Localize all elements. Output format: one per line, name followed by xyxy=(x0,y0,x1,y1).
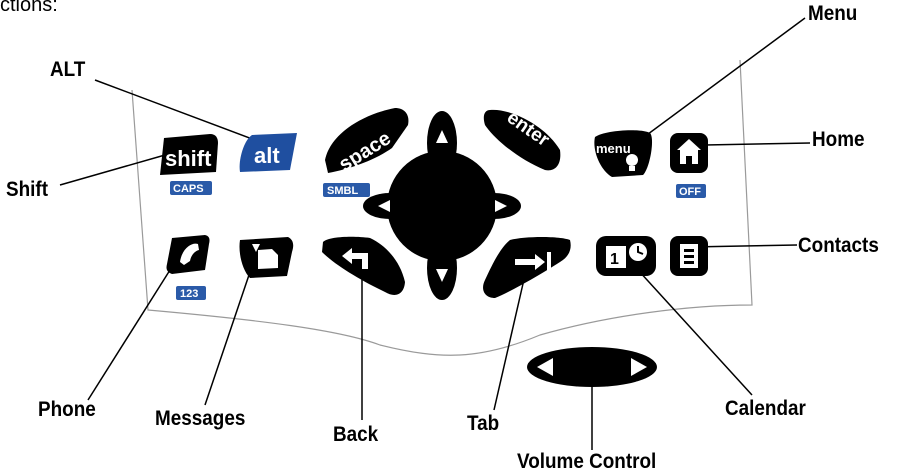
callout-messages: Messages xyxy=(155,407,246,430)
house-icon xyxy=(677,139,701,164)
shift-key: shift CAPS xyxy=(160,134,218,195)
shift-key-label: shift xyxy=(165,146,212,171)
phone-key: 123 xyxy=(166,235,210,300)
off-badge-label: OFF xyxy=(679,186,701,198)
enter-key: enter xyxy=(483,107,561,171)
back-key xyxy=(322,236,405,295)
callout-contacts: Contacts xyxy=(798,234,879,257)
volume-up-arrow xyxy=(631,358,647,376)
dpad-up-arrow xyxy=(436,130,448,143)
tab-key xyxy=(483,237,571,298)
callout-back: Back xyxy=(333,423,379,446)
callout-calendar: Calendar xyxy=(725,397,806,420)
alt-key: alt xyxy=(239,133,297,172)
off-badge xyxy=(676,184,706,198)
menu-key-label: menu xyxy=(596,141,631,156)
svg-text:1: 1 xyxy=(610,251,619,268)
contacts-icon xyxy=(680,244,698,268)
callout-volume: Volume Control xyxy=(517,450,657,473)
back-arrow-icon xyxy=(342,248,368,269)
smbl-badge xyxy=(323,183,370,197)
leader-alt xyxy=(94,79,256,141)
alt-key-label: alt xyxy=(254,143,280,168)
leader-phone xyxy=(87,269,171,401)
dpad-down-arrow xyxy=(436,269,448,282)
smbl-badge-label: SMBL xyxy=(327,185,358,197)
callout-home: Home xyxy=(812,128,865,151)
volume-down-arrow xyxy=(537,358,553,376)
volume-rocker-icon xyxy=(527,347,657,387)
calendar-icon: 1 xyxy=(606,243,647,268)
message-icon xyxy=(252,244,278,269)
callout-alt: ALT xyxy=(50,58,86,81)
leader-calendar xyxy=(637,269,753,396)
calendar-key: 1 xyxy=(596,236,656,276)
callout-tab: Tab xyxy=(467,412,500,435)
phone-icon xyxy=(180,243,199,265)
leader-shift xyxy=(59,154,166,186)
caps-badge xyxy=(170,181,212,195)
dpad-right-arrow xyxy=(495,200,507,212)
messages-key xyxy=(239,237,294,278)
home-key: OFF xyxy=(670,133,708,198)
contacts-key xyxy=(670,236,708,276)
dpad-left-arrow xyxy=(378,200,390,212)
tab-arrow-icon xyxy=(515,252,551,272)
device-outline xyxy=(131,59,753,356)
caption-fragment: ctions: xyxy=(0,0,58,16)
num-badge-label: 123 xyxy=(180,288,198,300)
leader-home xyxy=(704,142,811,146)
num-badge xyxy=(176,286,206,300)
leader-tab xyxy=(493,274,526,411)
callout-phone: Phone xyxy=(38,398,96,421)
callout-shift: Shift xyxy=(6,178,48,201)
menu-key: menu xyxy=(594,130,653,177)
leader-messages xyxy=(204,271,251,406)
lightbulb-icon xyxy=(626,154,638,171)
caps-badge-label: CAPS xyxy=(173,183,204,195)
callout-menu: Menu xyxy=(808,2,858,25)
leader-lines xyxy=(59,17,811,450)
leader-menu xyxy=(639,17,806,141)
dpad-icon xyxy=(363,111,521,300)
